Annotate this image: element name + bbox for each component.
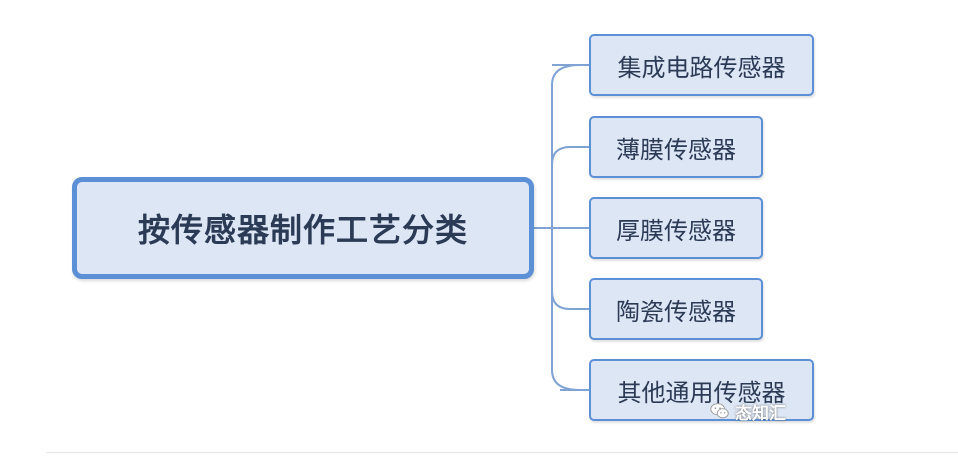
watermark-text: 态知汇 xyxy=(735,403,786,424)
branch-connector xyxy=(551,290,589,310)
branch-connector xyxy=(551,146,589,166)
root-node-label: 按传感器制作工艺分类 xyxy=(137,211,468,249)
divider xyxy=(46,452,958,453)
child-node: 陶瓷传感器 xyxy=(589,278,763,340)
root-node: 按传感器制作工艺分类 xyxy=(72,177,534,279)
wechat-icon xyxy=(710,403,729,419)
child-node: 薄膜传感器 xyxy=(589,116,763,178)
child-node: 厚膜传感器 xyxy=(589,197,763,259)
watermark: 态知汇 xyxy=(709,396,786,426)
child-node: 其他通用传感器 xyxy=(589,359,814,421)
child-node: 集成电路传感器 xyxy=(589,34,814,96)
child-node-label: 其他通用传感器 xyxy=(617,378,786,407)
child-node-label: 厚膜传感器 xyxy=(616,216,736,245)
child-node-label: 薄膜传感器 xyxy=(616,135,736,164)
child-node-label: 集成电路传感器 xyxy=(617,53,786,82)
child-node-label: 陶瓷传感器 xyxy=(616,297,736,326)
